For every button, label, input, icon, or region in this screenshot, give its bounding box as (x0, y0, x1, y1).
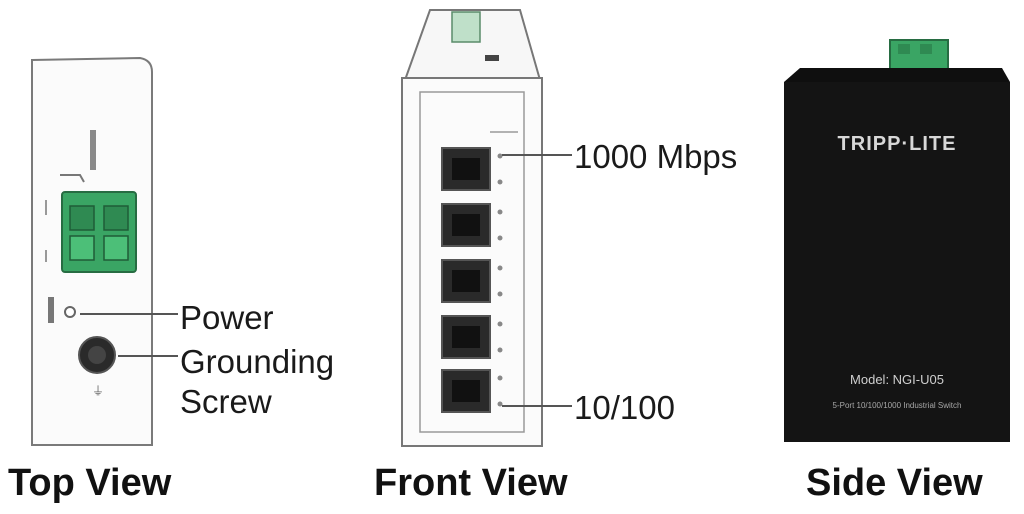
grounding-screw-label: Grounding Screw (180, 342, 334, 421)
front-view-caption: Front View (374, 462, 568, 504)
side-view-caption: Side View (806, 462, 983, 504)
grounding-label-line2: Screw (180, 382, 272, 420)
grounding-screw: ⏚ (78, 336, 116, 398)
top-view-drawing: ⏚ (31, 56, 178, 446)
top-view-label-mark (90, 130, 96, 170)
power-led (48, 297, 76, 323)
description-text: 5-Port 10/100/1000 Industrial Switch (833, 401, 962, 410)
ethernet-port (441, 369, 503, 413)
ethernet-port (441, 259, 503, 303)
grounding-label-line1: Grounding (180, 343, 335, 380)
front-terminal-top (451, 11, 481, 43)
model-text: Model: NGI-U05 (850, 372, 944, 387)
speed-1000-label: 1000 Mbps (574, 138, 738, 175)
ethernet-port (441, 315, 503, 359)
front-view-drawing (401, 9, 572, 447)
top-view-dc-mark (60, 174, 85, 183)
tripp-lite-logo: TRIPP·LITE (838, 133, 957, 155)
ethernet-port (441, 147, 503, 191)
top-view-caption: Top View (8, 462, 172, 504)
power-label: Power (180, 299, 274, 336)
ethernet-ports (441, 147, 503, 413)
speed-10-100-label: 10/100 (574, 389, 675, 426)
side-view-drawing: TRIPP·LITE Model: NGI-U05 5-Port 10/100/… (784, 39, 1010, 442)
svg-text:⏚: ⏚ (92, 384, 104, 398)
power-terminal-block (61, 191, 137, 273)
ethernet-port (441, 203, 503, 247)
